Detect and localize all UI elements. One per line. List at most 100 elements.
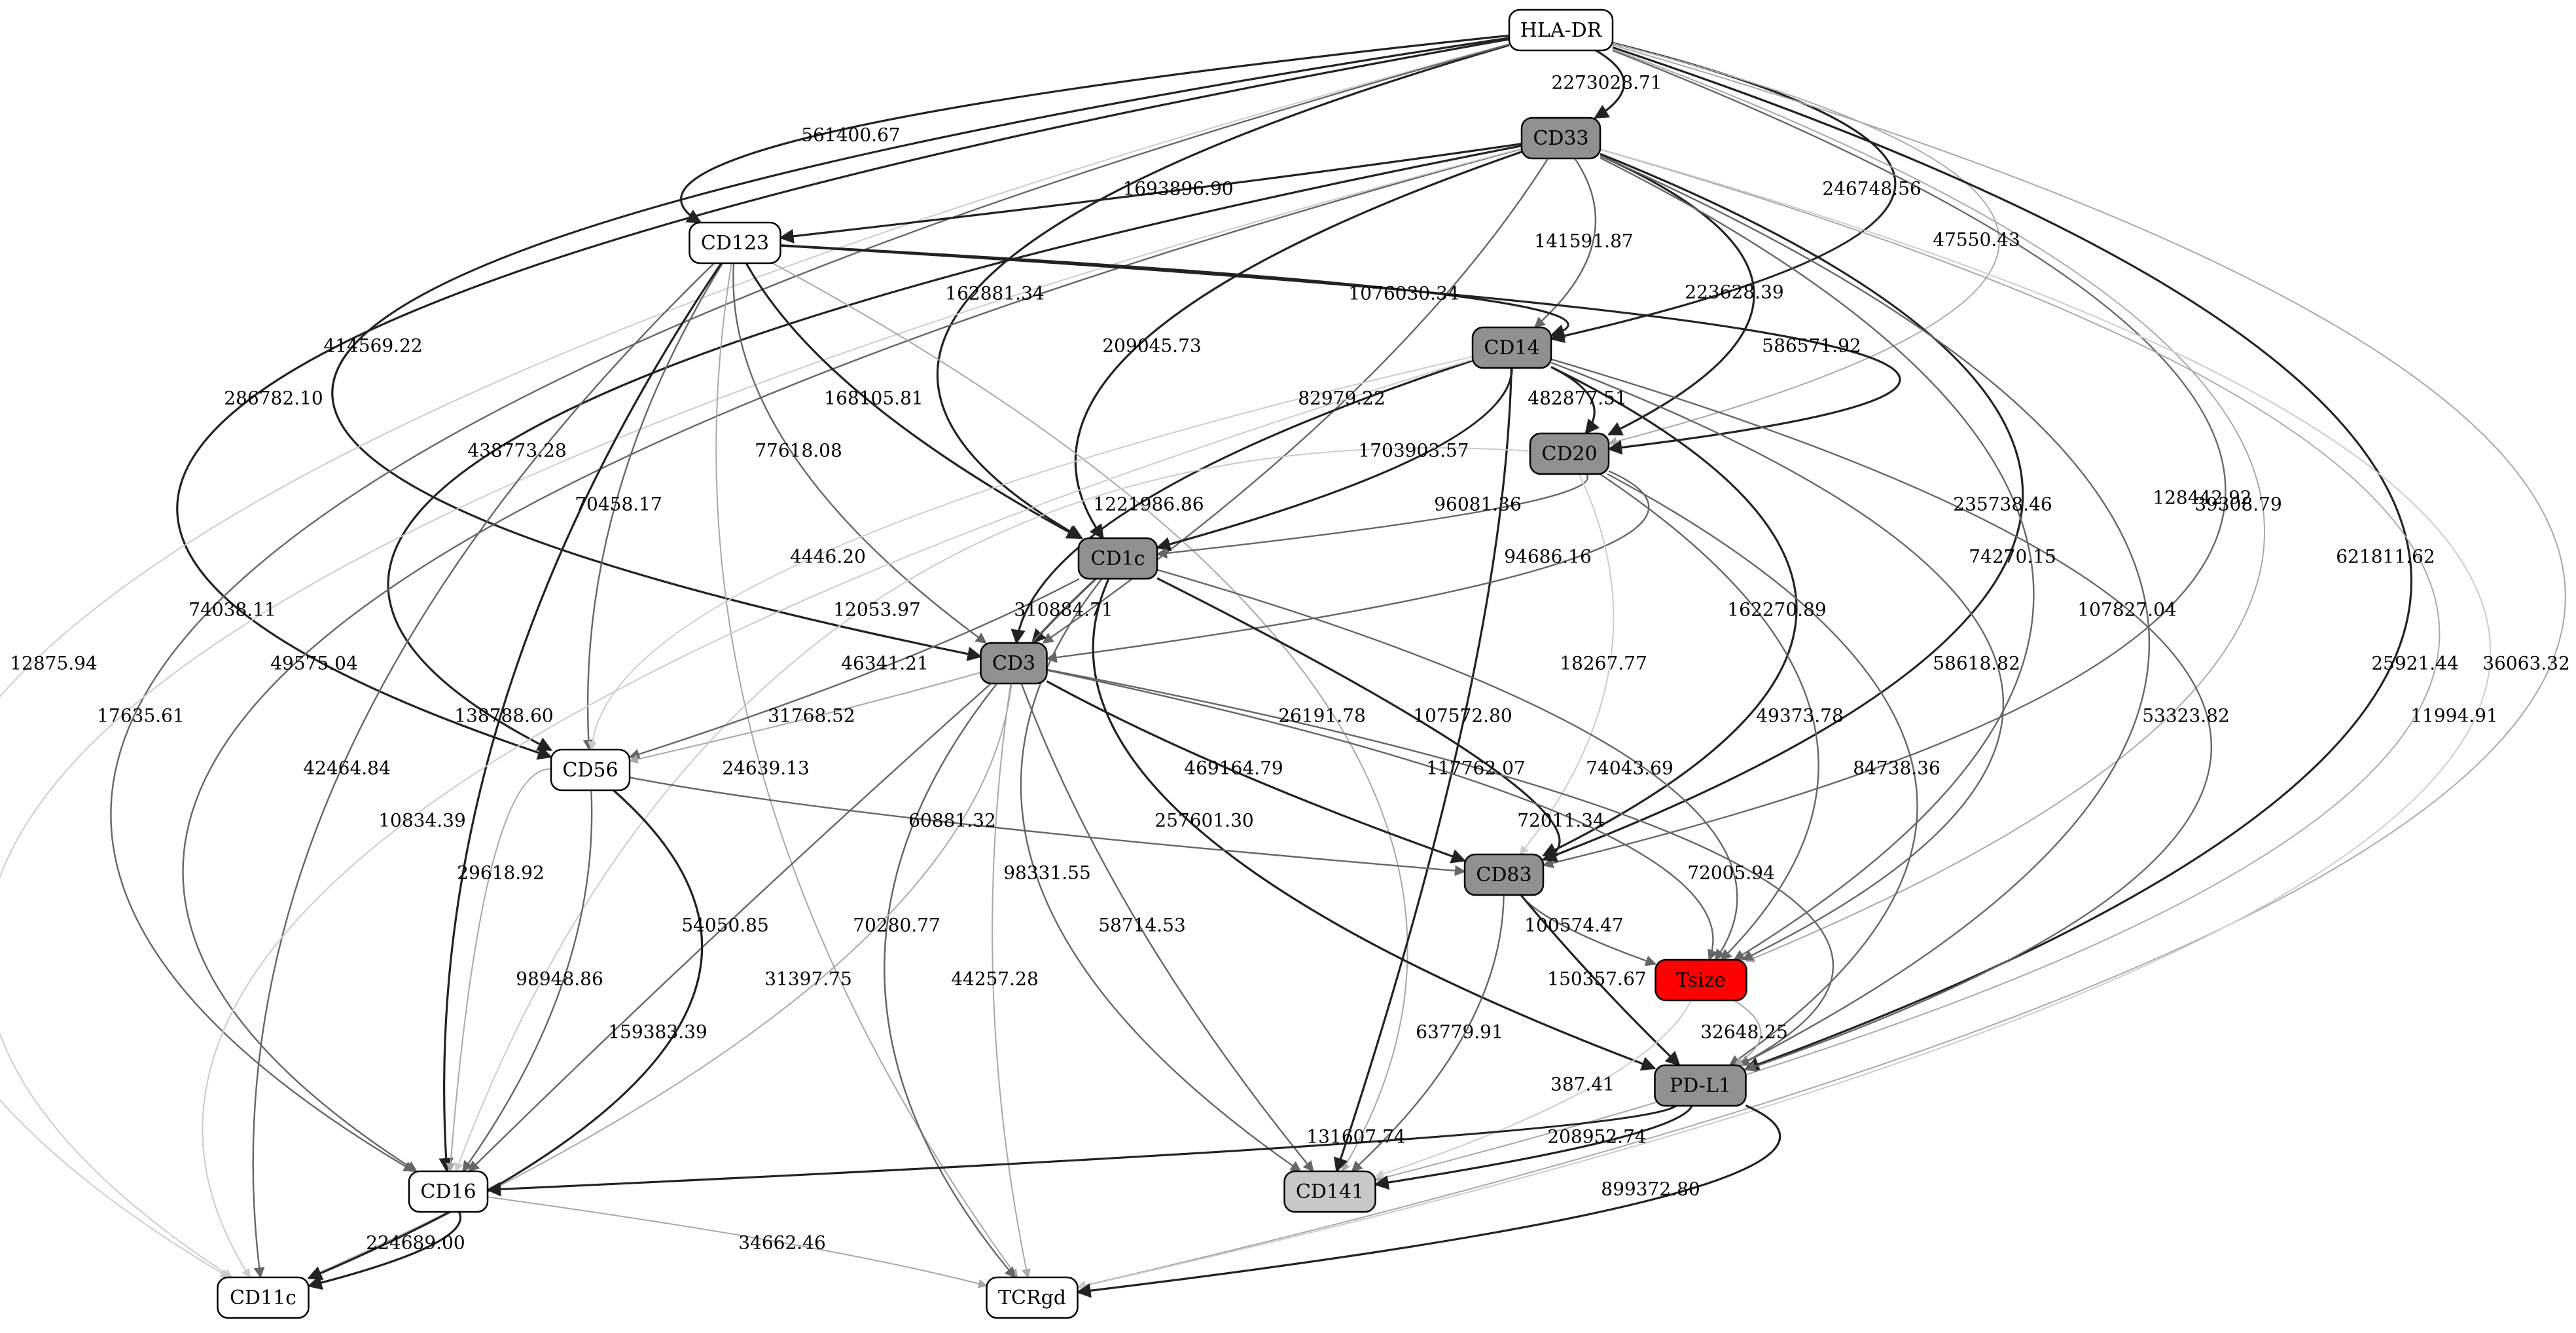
edge-cd123-to-cd16 <box>438 263 723 1173</box>
node-cd11c: CD11c <box>217 1276 310 1319</box>
node-cd33: CD33 <box>1520 117 1601 160</box>
edge-weight-label: 60881.32 <box>908 810 996 831</box>
node-cd20: CD20 <box>1529 432 1610 475</box>
edge-weight-label: 107827.04 <box>2077 599 2176 621</box>
node-box <box>986 1276 1079 1319</box>
edge-weight-label: 387.41 <box>1550 1074 1615 1095</box>
edge-weight-label: 47550.43 <box>1933 229 2020 251</box>
edge-weight-label: 1703903.57 <box>1358 440 1469 462</box>
node-label: CD20 <box>1541 443 1597 466</box>
nodes-layer: HLA-DRCD33CD123CD14CD20CD1cCD3CD56CD83Ts… <box>217 9 1747 1319</box>
node-label: CD16 <box>420 1180 476 1203</box>
node-cd56: CD56 <box>550 748 631 792</box>
edge-cd123-to-cd1c <box>745 263 1082 539</box>
edge-cd123-to-tcrgd <box>715 263 1018 1279</box>
node-box <box>550 748 631 792</box>
node-label: CD11c <box>230 1287 296 1309</box>
node-cd16: CD16 <box>408 1170 489 1213</box>
edge-weight-label: 77618.08 <box>755 440 842 462</box>
edge-weight-label: 54050.85 <box>681 915 769 936</box>
edge-weight-label: 257601.30 <box>1154 810 1253 831</box>
node-box <box>217 1276 310 1319</box>
edge-cd3-to-tcrgd <box>992 683 1031 1279</box>
edge-weight-label: 235738.46 <box>1953 494 2052 515</box>
edge-weight-label: 150357.67 <box>1547 968 1646 990</box>
edge-cd123-to-cd56 <box>582 263 723 751</box>
edge-weight-label: 586571.92 <box>1762 335 1861 357</box>
node-box <box>408 1170 489 1213</box>
edge-weight-label: 24639.13 <box>722 758 810 779</box>
edge-weight-label: 63779.91 <box>1416 1021 1503 1043</box>
edge-cd14-to-cd83 <box>1541 366 1798 857</box>
edge-weight-label: 25921.44 <box>2371 653 2459 674</box>
edge-cd20-to-pd-l1 <box>1607 473 1918 1066</box>
edge-cd33-to-cd56 <box>387 145 1522 752</box>
edge-weight-label: 286782.10 <box>224 388 323 409</box>
edges-layer <box>0 34 2566 1298</box>
edge-hla-dr-to-cd16 <box>110 43 1510 1173</box>
node-box <box>1520 117 1601 160</box>
edge-cd56-to-cd16 <box>446 768 552 1173</box>
edge-weight-label: 162270.89 <box>1727 599 1826 621</box>
edge-weight-label: 1076030.34 <box>1348 283 1459 304</box>
node-box <box>1471 326 1552 369</box>
edge-weight-label: 10834.39 <box>378 810 466 831</box>
edge-weight-label: 44257.28 <box>951 968 1039 990</box>
edge-cd33-to-cd123 <box>779 143 1522 244</box>
edge-hla-dr-to-cd3 <box>331 37 1510 661</box>
edge-labels-layer: 2273028.71561400.67414569.22286782.10162… <box>10 72 2570 1254</box>
edge-weight-label: 58714.53 <box>1098 915 1186 936</box>
edge-weight-label: 1221986.86 <box>1093 494 1204 515</box>
edge-weight-label: 98948.86 <box>516 968 603 990</box>
edge-weight-label: 11994.91 <box>2410 705 2498 727</box>
edge-tsize-to-pd-l1 <box>1733 1000 1762 1066</box>
node-label: CD33 <box>1533 127 1588 150</box>
edge-weight-label: 53323.82 <box>2142 705 2230 727</box>
edge-cd14-to-cd141 <box>1333 367 1512 1173</box>
edge-cd123-to-cd20 <box>780 244 1901 455</box>
edge-weight-label: 12053.97 <box>833 599 921 621</box>
edge-weight-label: 899372.80 <box>1601 1178 1700 1200</box>
node-box <box>1463 853 1545 896</box>
edge-weight-label: 98331.55 <box>1003 862 1091 884</box>
edge-weight-label: 49373.78 <box>1756 705 1844 727</box>
node-label: CD1c <box>1091 547 1145 570</box>
edge-weight-label: 1693896.90 <box>1122 178 1233 200</box>
edge-cd3-to-cd83 <box>1046 680 1467 864</box>
edge-weight-label: 310884.71 <box>1014 599 1113 621</box>
edge-cd3-to-pd-l1 <box>1046 668 1834 1067</box>
edge-cd16-to-tcrgd <box>487 1196 988 1288</box>
node-box <box>1655 959 1747 1002</box>
edge-weight-label: 29618.92 <box>457 862 545 884</box>
node-hla-dr: HLA-DR <box>1508 9 1614 52</box>
edge-cd33-to-cd83 <box>1541 153 2024 862</box>
edge-hla-dr-to-cd14 <box>1549 42 1897 343</box>
edge-weight-label: 84738.36 <box>1853 758 1941 779</box>
node-label: HLA-DR <box>1520 19 1603 42</box>
edge-hla-dr-to-cd11c <box>0 43 1510 1278</box>
edge-weight-label: 72011.34 <box>1517 810 1605 831</box>
edge-cd33-to-cd141 <box>1374 149 2441 1182</box>
edge-weight-label: 49575.04 <box>270 653 358 674</box>
edge-weight-label: 208952.74 <box>1547 1126 1646 1148</box>
edge-weight-label: 162881.34 <box>945 283 1044 304</box>
edge-cd1c-to-cd56 <box>628 577 1080 759</box>
edge-weight-label: 4446.20 <box>790 546 866 568</box>
edge-cd14-to-tsize <box>1550 361 2005 961</box>
edge-cd1c-to-cd141 <box>1020 578 1302 1172</box>
node-cd1c: CD1c <box>1077 537 1158 580</box>
edge-weight-label: 159383.39 <box>608 1021 707 1043</box>
edge-pd-l1-to-cd141 <box>1374 1105 1693 1190</box>
node-cd14: CD14 <box>1471 326 1552 369</box>
edge-hla-dr-to-cd20 <box>1607 43 2000 446</box>
node-pd-l1: PD-L1 <box>1654 1064 1747 1107</box>
edge-cd3-to-cd141 <box>1020 683 1314 1173</box>
edge-weight-label: 36063.32 <box>2482 653 2570 674</box>
edge-weight-label: 31768.52 <box>768 705 855 727</box>
edge-pd-l1-to-cd16 <box>486 1105 1677 1197</box>
node-label: CD3 <box>992 652 1035 675</box>
edge-cd3-to-cd16 <box>468 683 992 1173</box>
edge-cd14-to-cd11c <box>202 359 1473 1279</box>
node-label: CD141 <box>1296 1180 1364 1203</box>
